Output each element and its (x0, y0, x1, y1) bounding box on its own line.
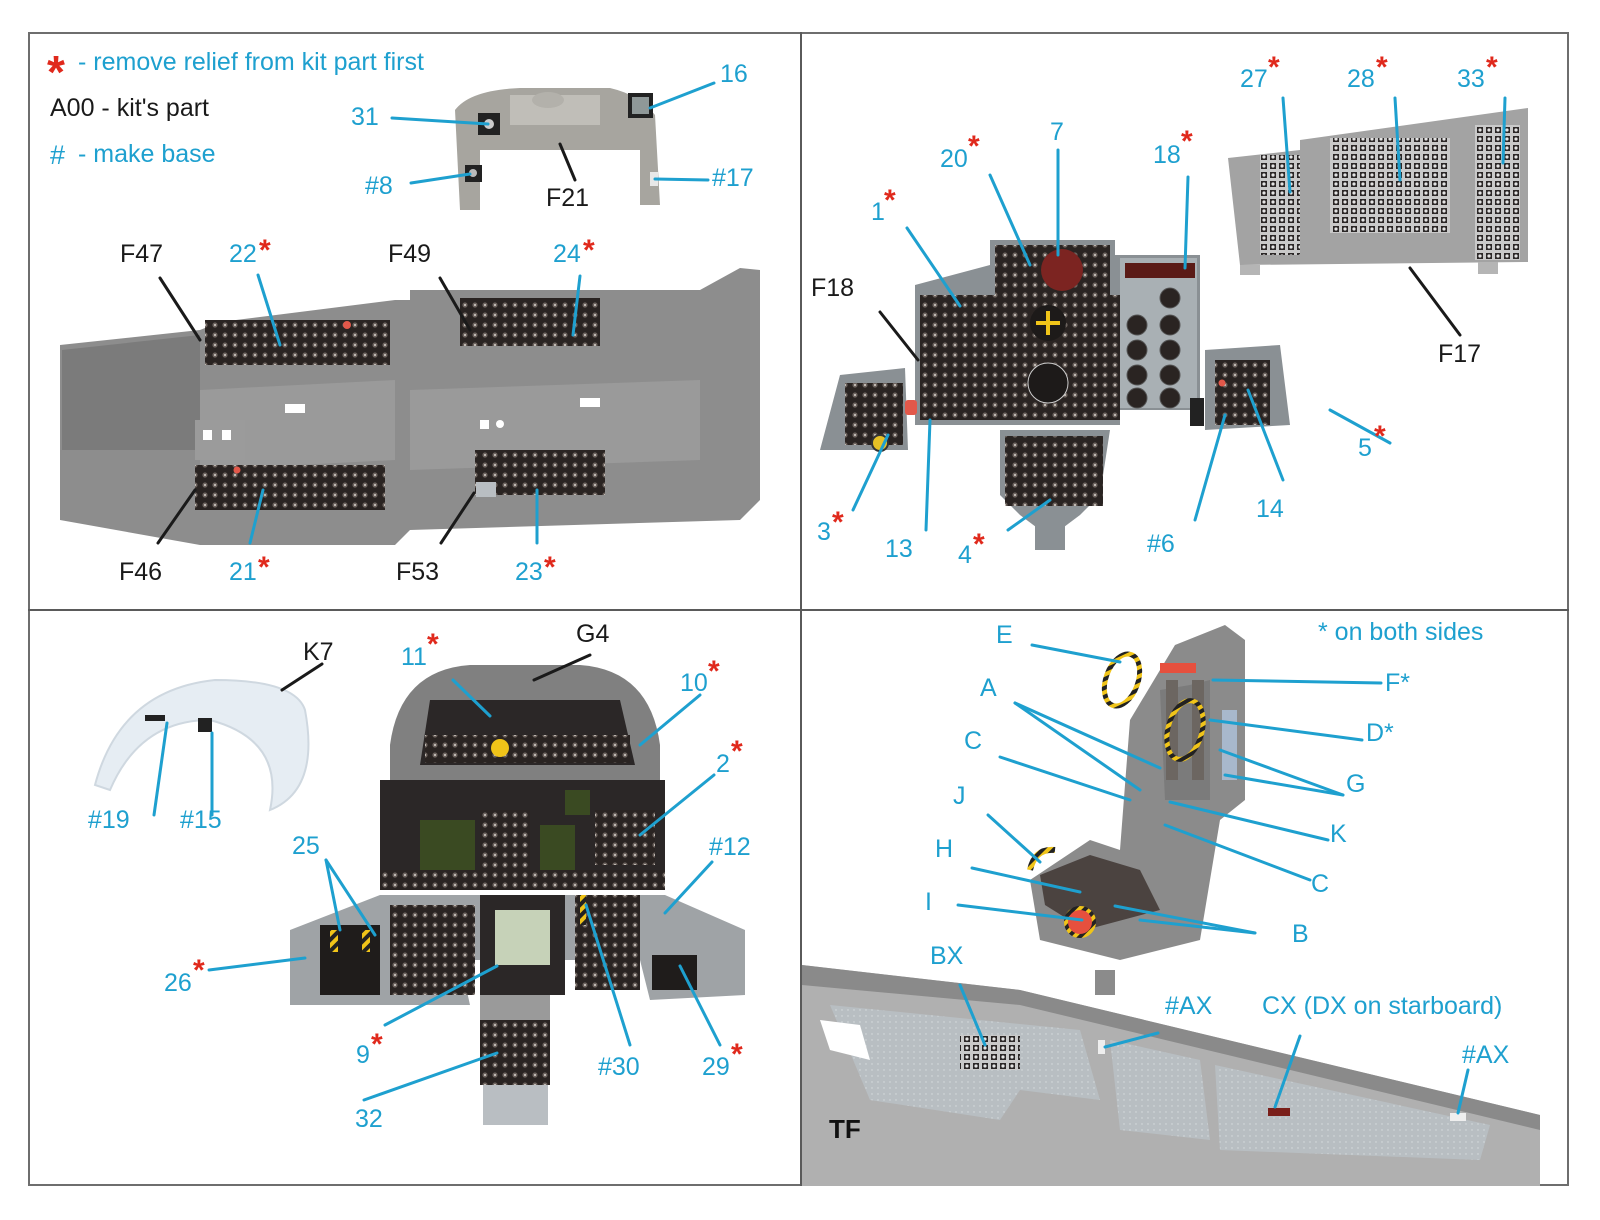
callout-17: #17 (712, 164, 754, 192)
callout-j: J (953, 782, 966, 810)
star-icon: * (544, 551, 556, 584)
callout-h: H (935, 835, 954, 863)
callout-a: A (980, 674, 997, 702)
callout-13: 13 (885, 535, 913, 563)
kit-label-f18: F18 (811, 274, 855, 302)
callout-b: B (1292, 920, 1309, 948)
callout-8: #8 (365, 172, 393, 200)
callout-e: E (996, 621, 1013, 649)
star-icon: * (832, 506, 844, 539)
callout-ax-2: #AX (1462, 1041, 1510, 1069)
callout-33: 33 (1457, 65, 1485, 93)
callout-f: F* (1385, 669, 1410, 697)
star-icon: * (371, 1028, 383, 1061)
callout-19: #19 (88, 806, 130, 834)
callout-g: G (1346, 770, 1366, 798)
kit-label-f21: F21 (546, 184, 590, 212)
legend-star-text: - remove relief from kit part first (78, 48, 424, 76)
callout-cx: CX (DX on starboard) (1262, 992, 1503, 1020)
callout-26: 26 (164, 969, 192, 997)
star-icon: * (583, 234, 595, 267)
callout-16: 16 (720, 60, 748, 88)
kit-label-f53: F53 (396, 558, 440, 586)
callout-ax-1: #AX (1165, 992, 1213, 1020)
callout-31: 31 (351, 103, 379, 131)
kit-label-f17: F17 (1438, 340, 1482, 368)
star-icon: * (731, 735, 743, 768)
callout-21: 21 (229, 558, 257, 586)
callout-1: 1 (871, 198, 885, 226)
callout-d: D* (1366, 719, 1394, 747)
side-console-f17 (1228, 108, 1528, 275)
callout-12: #12 (709, 833, 751, 861)
cockpit-tub (60, 268, 760, 545)
callout-15: #15 (180, 806, 222, 834)
callout-25: 25 (292, 832, 320, 860)
star-icon: * (427, 628, 439, 661)
star-icon: * (973, 528, 985, 561)
kit-label-f49: F49 (388, 240, 432, 268)
callout-4: 4 (958, 541, 972, 569)
legend-hash-text: - make base (78, 140, 216, 168)
callout-10: 10 (680, 669, 708, 697)
star-icon: * (1181, 125, 1193, 158)
instrument-panel-f18 (820, 240, 1290, 550)
horizontal-divider (28, 609, 1569, 611)
kit-label-k7: K7 (303, 638, 334, 666)
star-icon: * (259, 234, 271, 267)
callout-30: #30 (598, 1053, 640, 1081)
part-f21 (455, 88, 660, 210)
callout-k: K (1330, 820, 1347, 848)
callout-9: 9 (356, 1041, 370, 1069)
callout-24: 24 (553, 240, 581, 268)
callout-20: 20 (940, 145, 968, 173)
star-icon: * (1374, 420, 1386, 453)
ejection-seat (1027, 625, 1245, 995)
callout-i: I (925, 888, 932, 916)
callout-14: 14 (1256, 495, 1284, 523)
kit-label-tf: TF (829, 1114, 861, 1144)
callout-7: 7 (1050, 118, 1064, 146)
legend-kit-part-text: A00 - kit's part (50, 94, 209, 122)
legend-star-icon: * (47, 46, 65, 98)
callout-5: 5 (1358, 434, 1372, 462)
callout-22: 22 (229, 240, 257, 268)
callout-18: 18 (1153, 141, 1181, 169)
callout-2: 2 (716, 750, 730, 778)
callout-27: 27 (1240, 65, 1268, 93)
kit-label-f46: F46 (119, 558, 163, 586)
star-icon: * (884, 184, 896, 217)
callout-28: 28 (1347, 65, 1375, 93)
star-icon: * (708, 655, 720, 688)
star-icon: * (1268, 51, 1280, 84)
note-both-sides: * on both sides (1318, 618, 1484, 646)
callout-29: 29 (702, 1053, 730, 1081)
star-icon: * (193, 954, 205, 987)
instrument-panel-g4 (290, 665, 745, 1125)
star-icon: * (1376, 51, 1388, 84)
legend-hash-icon: # (50, 140, 66, 170)
fuselage-sidewall-tf (802, 965, 1540, 1186)
kit-label-g4: G4 (576, 620, 610, 648)
kit-label-f47: F47 (120, 240, 164, 268)
star-icon: * (968, 130, 980, 163)
star-icon: * (258, 551, 270, 584)
callout-6: #6 (1147, 530, 1175, 558)
callout-32: 32 (355, 1105, 383, 1133)
callout-23: 23 (515, 558, 543, 586)
callout-c-left: C (964, 727, 983, 755)
part-k7 (93, 678, 310, 812)
star-icon: * (731, 1038, 743, 1071)
star-icon: * (1486, 51, 1498, 84)
callout-11: 11 (401, 643, 427, 671)
callout-c-right: C (1311, 870, 1330, 898)
leader-lines (152, 81, 1507, 1115)
callout-3: 3 (817, 518, 831, 546)
callout-bx: BX (930, 942, 964, 970)
